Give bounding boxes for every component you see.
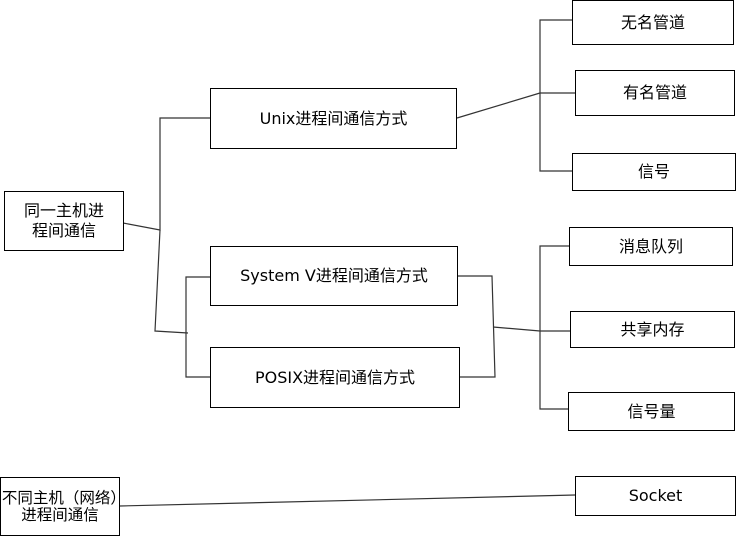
node-named-pipe: 有名管道 xyxy=(575,70,735,116)
node-unix-ipc: Unix进程间通信方式 xyxy=(210,88,457,149)
node-shared-memory: 共享内存 xyxy=(570,311,735,348)
edge-bracket-unix-children xyxy=(539,19,572,172)
node-unnamed-pipe: 无名管道 xyxy=(572,0,734,45)
node-signal: 信号 xyxy=(572,153,736,191)
node-network-ipc: 不同主机（网络）进程间通信 xyxy=(0,477,120,536)
node-same-host: 同一主机进程间通信 xyxy=(4,191,124,251)
edge-network-socket xyxy=(119,494,576,507)
node-posix-ipc: POSIX进程间通信方式 xyxy=(210,347,460,408)
node-semaphore: 信号量 xyxy=(568,392,735,431)
edge-join-bracket xyxy=(492,326,541,332)
node-message-queue: 消息队列 xyxy=(569,227,733,266)
edge-sysv-posix-join xyxy=(458,275,496,378)
edge-root-unix xyxy=(122,117,210,231)
node-socket: Socket xyxy=(575,476,736,516)
edge-bracket-sysv-posix xyxy=(185,276,210,378)
node-systemv-ipc: System V进程间通信方式 xyxy=(210,246,458,306)
edge-unix-bracket xyxy=(456,92,541,119)
edge-bracket-ipc-children xyxy=(539,245,569,410)
edge-root-lower xyxy=(154,229,189,334)
